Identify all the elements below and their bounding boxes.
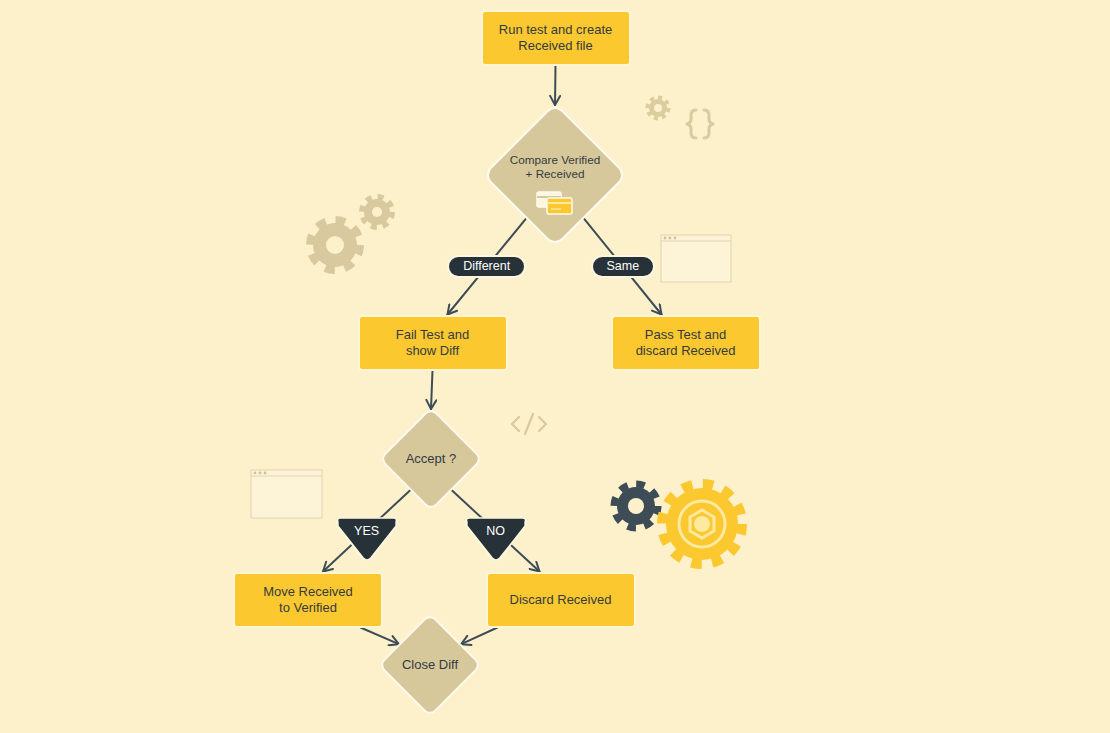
process-box: Pass Test and discard Received bbox=[611, 315, 761, 371]
gear-body bbox=[313, 223, 357, 267]
gear-small-left bbox=[362, 197, 392, 227]
window-icon-right bbox=[661, 235, 731, 282]
flow-arrow bbox=[323, 490, 410, 571]
window-dot bbox=[669, 237, 672, 240]
diamond-fill bbox=[380, 408, 481, 509]
diamond-fill bbox=[484, 104, 626, 246]
gear-body bbox=[617, 487, 655, 525]
card-icon bbox=[535, 190, 575, 216]
box-label: Fail Test and show Diff bbox=[373, 327, 493, 359]
gear-hole bbox=[654, 104, 662, 112]
gear-top-right bbox=[648, 98, 668, 118]
branch-label: YES bbox=[335, 516, 399, 562]
window-icon-left bbox=[251, 470, 322, 518]
branch-label: NO bbox=[464, 516, 528, 562]
gear-ring bbox=[679, 501, 725, 547]
edge-label: NO bbox=[464, 516, 528, 539]
decision-diamond: Accept ? bbox=[379, 407, 483, 511]
decision-label: Close Diff bbox=[402, 657, 458, 673]
condition-pill: Same bbox=[591, 255, 656, 278]
decision-diamond: Close Diff bbox=[378, 613, 482, 717]
window-dot bbox=[674, 237, 677, 240]
flow-arrow bbox=[461, 628, 497, 645]
window-dot bbox=[664, 237, 667, 240]
process-box: Fail Test and show Diff bbox=[358, 315, 508, 371]
flow-arrow bbox=[448, 219, 526, 315]
process-box: Discard Received bbox=[486, 572, 636, 628]
box-label: Run test and create Received file bbox=[493, 22, 619, 54]
gear-teeth bbox=[614, 484, 658, 528]
flow-arrow bbox=[431, 371, 433, 410]
braces-icon bbox=[687, 110, 713, 138]
gear-center bbox=[694, 516, 710, 532]
gear-dark bbox=[614, 484, 658, 528]
card-stripe bbox=[547, 202, 572, 204]
gear-teeth bbox=[648, 98, 668, 118]
gear-body bbox=[364, 199, 390, 225]
window-frame bbox=[251, 470, 322, 518]
box-label: Pass Test and discard Received bbox=[623, 327, 749, 359]
gear-body bbox=[649, 99, 667, 117]
diamond-fill bbox=[379, 614, 480, 715]
window-frame bbox=[661, 235, 731, 282]
window-bar bbox=[251, 476, 322, 477]
window-dot bbox=[254, 472, 257, 475]
card-front bbox=[547, 198, 572, 214]
code-icon bbox=[512, 414, 546, 434]
box-label: Discard Received bbox=[510, 592, 612, 608]
gear-large-left bbox=[310, 220, 360, 270]
gear-body bbox=[666, 488, 738, 560]
gear-hex bbox=[690, 510, 714, 538]
gear-yellow bbox=[662, 484, 742, 564]
card-line bbox=[551, 208, 561, 210]
box-label: Move Received to Verified bbox=[245, 584, 371, 616]
brace-right bbox=[704, 110, 713, 138]
window-dot bbox=[264, 472, 267, 475]
code-slash bbox=[525, 414, 533, 434]
edge-label: Different bbox=[463, 259, 510, 274]
process-box: Run test and create Received file bbox=[481, 10, 631, 66]
gear-teeth bbox=[362, 197, 392, 227]
edge-label: Same bbox=[607, 259, 640, 274]
gear-hole bbox=[628, 498, 644, 514]
gear-teeth bbox=[310, 220, 360, 270]
gear-hole bbox=[326, 236, 344, 254]
decision-diamond: Compare Verified + Received bbox=[482, 102, 628, 248]
label-triangle bbox=[464, 516, 528, 562]
decision-label: Compare Verified + Received bbox=[491, 153, 619, 182]
decision-label: Accept ? bbox=[406, 451, 457, 467]
brace-left bbox=[687, 110, 696, 138]
gear-teeth bbox=[662, 484, 742, 564]
flow-arrow bbox=[452, 490, 540, 571]
code-bracket-right bbox=[539, 417, 546, 431]
code-bracket-left bbox=[512, 417, 519, 431]
process-box: Move Received to Verified bbox=[233, 572, 383, 628]
gear-hole bbox=[372, 207, 382, 217]
window-bar bbox=[661, 241, 731, 242]
flow-arrow bbox=[361, 628, 399, 645]
condition-pill: Different bbox=[447, 255, 526, 278]
edge-label: YES bbox=[335, 516, 399, 539]
window-dot bbox=[259, 472, 262, 475]
label-triangle bbox=[335, 516, 399, 562]
flow-arrow bbox=[554, 66, 557, 105]
flow-arrow bbox=[584, 219, 661, 315]
